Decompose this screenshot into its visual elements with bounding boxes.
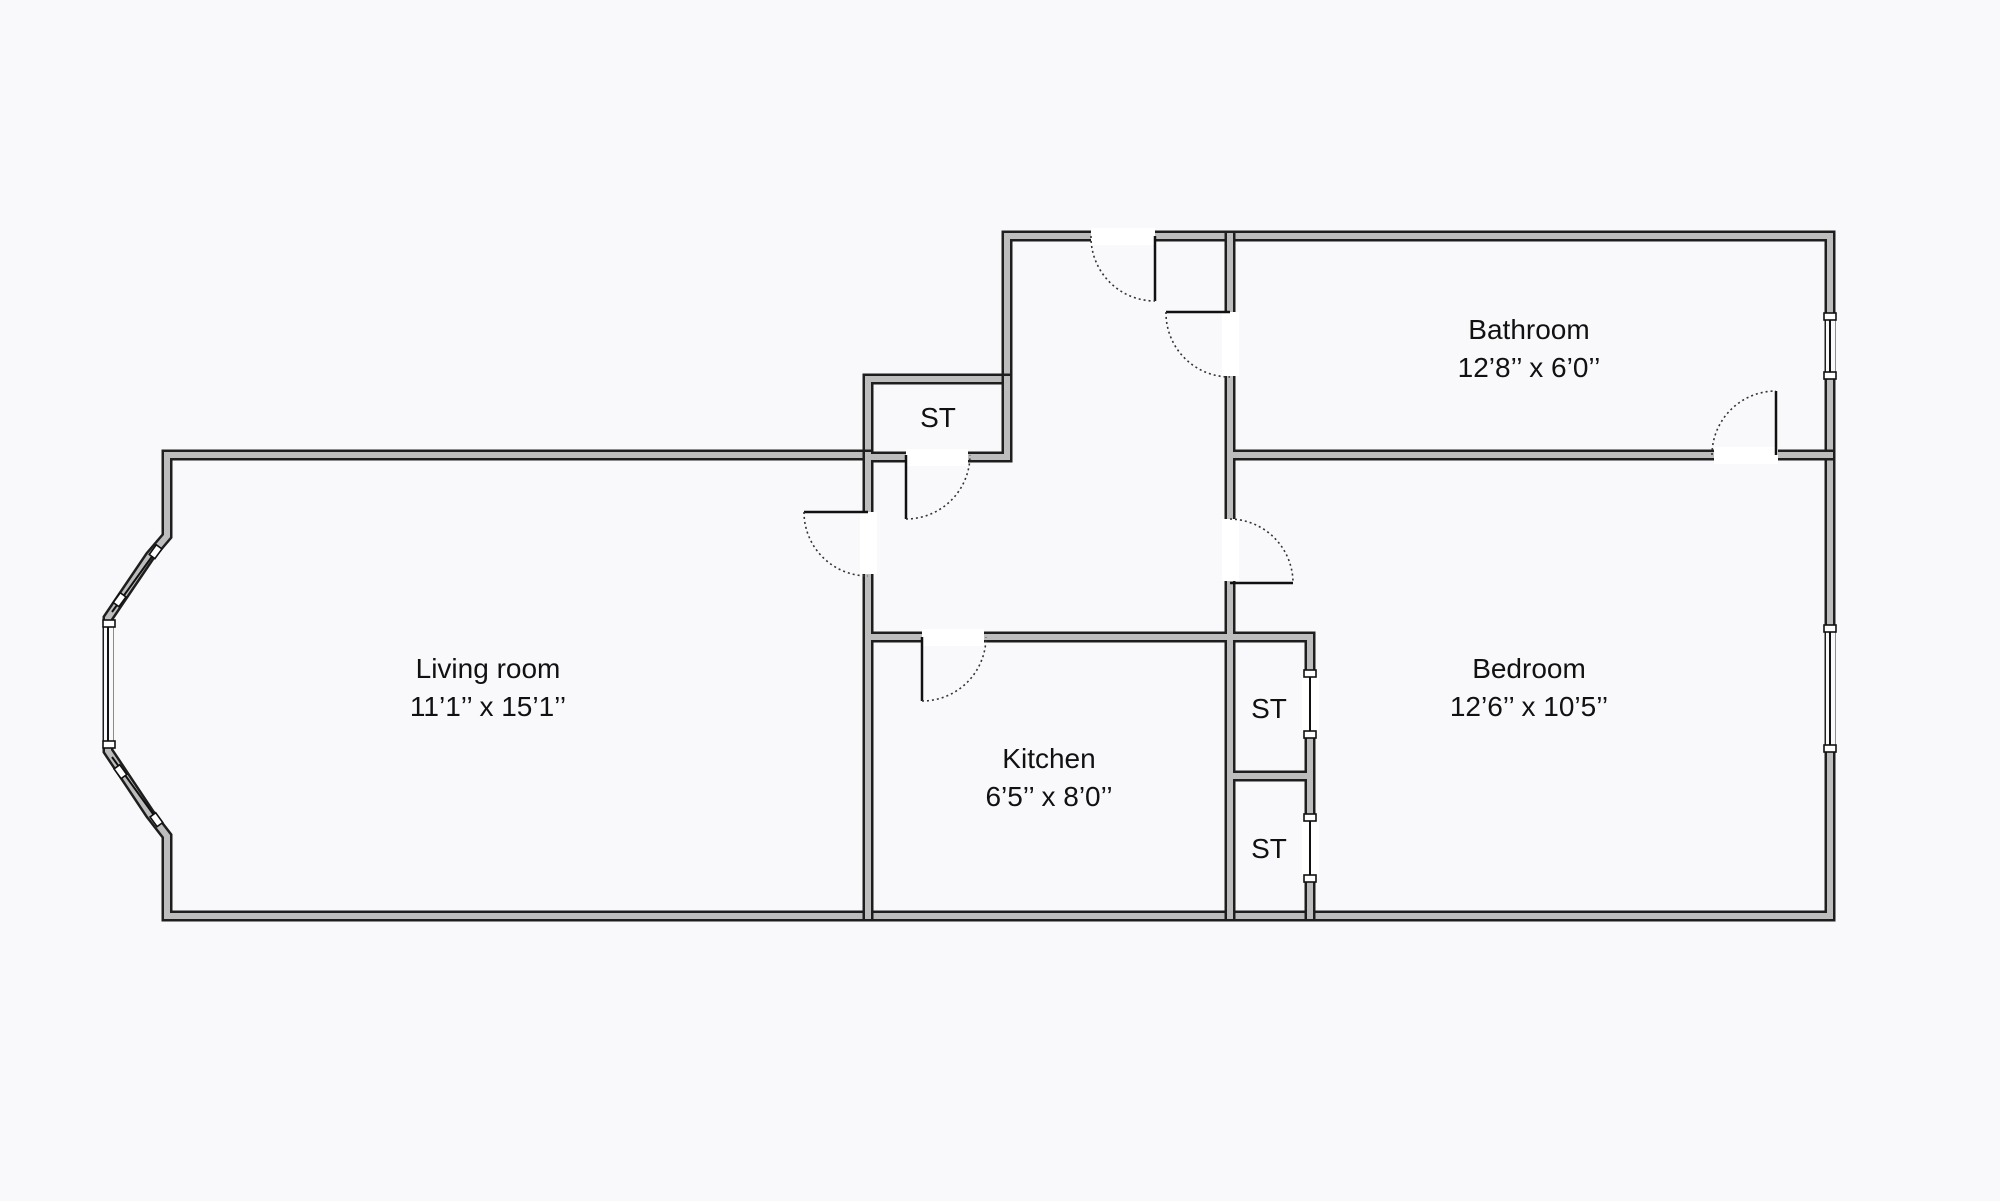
bathroom-size: 12’8’’ x 6’0’’ [1458, 352, 1601, 383]
bathroom-name: Bathroom [1468, 314, 1589, 345]
door-swings [803, 235, 1778, 702]
windows [102, 312, 1837, 828]
walls [102, 230, 1836, 922]
door-openings [860, 228, 1778, 878]
kitchen-name: Kitchen [1002, 743, 1095, 774]
bathroom-window [1823, 312, 1837, 380]
kitchen-size: 6’5’’ x 8’0’’ [985, 781, 1112, 812]
bedroom-size: 12’6’’ x 10’5’’ [1450, 691, 1608, 722]
storage-top-label: ST [920, 402, 956, 433]
living-room-name: Living room [416, 653, 561, 684]
bedroom-window [1823, 624, 1837, 753]
living-room-size: 11’1’’ x 15’1’’ [410, 691, 566, 722]
bedroom-name: Bedroom [1472, 653, 1586, 684]
storage-low-label: ST [1251, 833, 1287, 864]
room-labels: Living room 11’1’’ x 15’1’’ Kitchen 6’5’… [410, 314, 1608, 864]
storage-mid-label: ST [1251, 693, 1287, 724]
bay-window [102, 543, 164, 828]
sliding-doors [1303, 669, 1317, 883]
